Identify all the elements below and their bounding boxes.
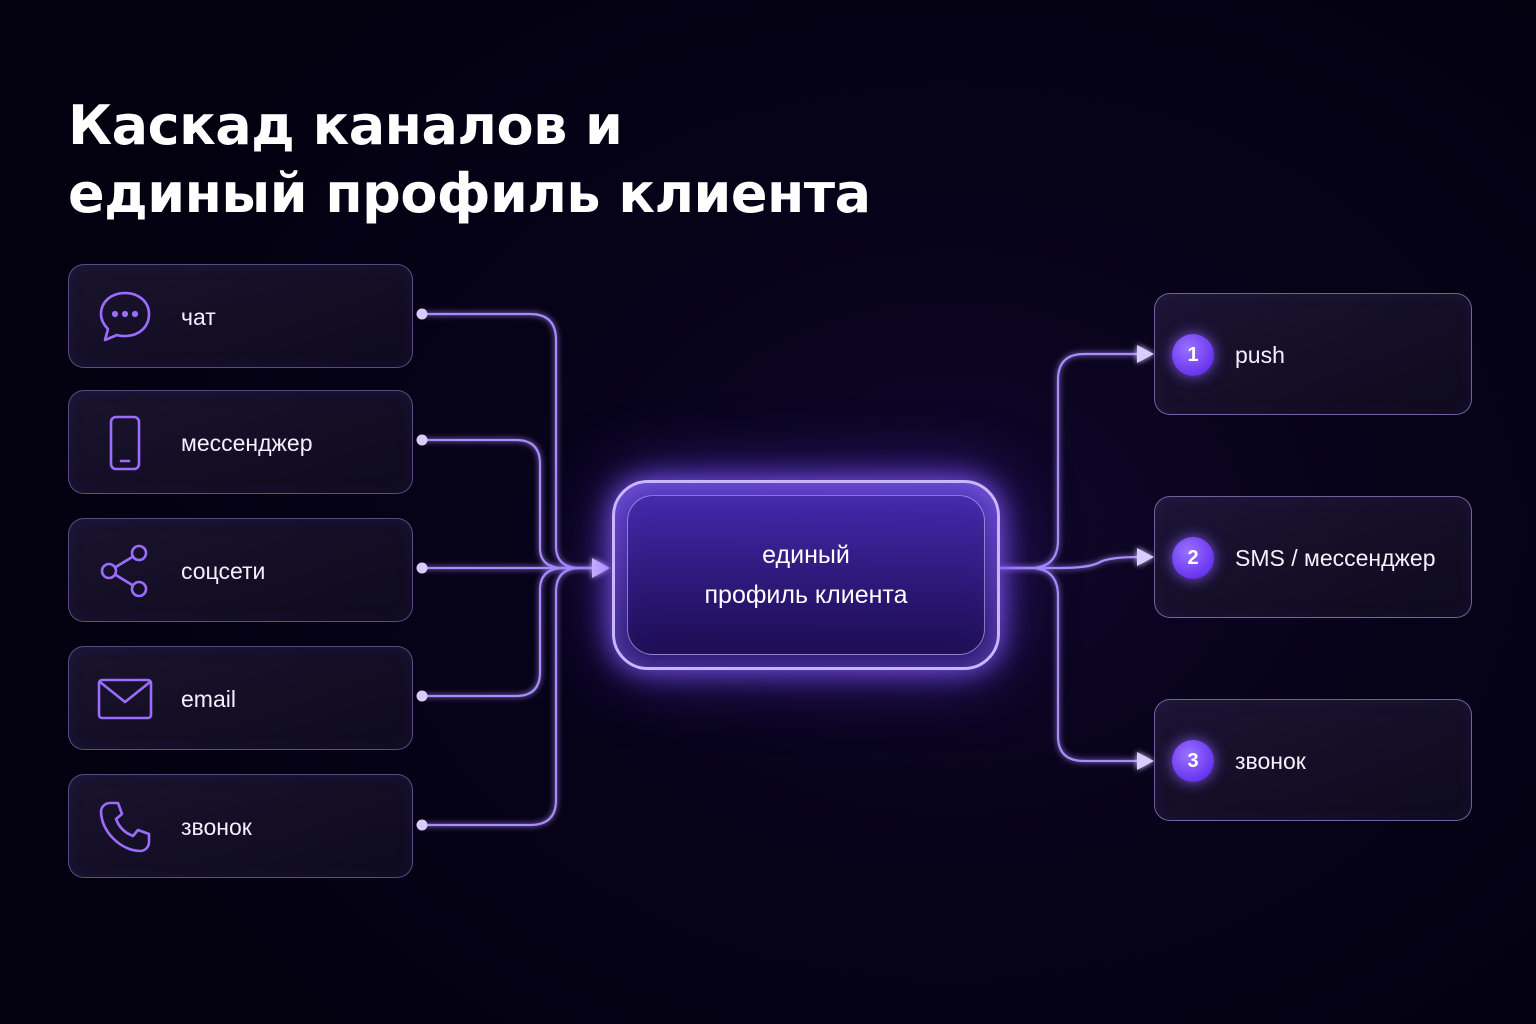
push-arrow [1137,345,1154,363]
wire-messenger [422,438,596,570]
cascade-step-sms-label: SMS / мессенджер [1235,545,1436,571]
port-call [416,819,428,831]
sms-arrow [1137,548,1154,566]
wire-push [1000,352,1140,570]
port-chat [416,308,428,320]
cascade-step-call-label: звонок [1235,748,1306,774]
callback-arrow [1137,752,1154,770]
page-title: Каскад каналов и единый профиль клиента [68,92,871,228]
wire-email [422,566,596,698]
wire-call [422,566,596,827]
envelope-icon [97,678,153,720]
wire-chat [422,312,596,570]
source-call-label: звонок [181,814,252,840]
step-number-badge: 3 [1172,740,1214,782]
cascade-step-call: 3 звонок [1154,699,1472,821]
cascade-step-push: 1 push [1154,293,1472,415]
source-social-label: соцсети [181,558,266,584]
step-number-badge: 1 [1172,334,1214,376]
source-social: соцсети [68,518,413,622]
port-email [416,690,428,702]
source-call: звонок [68,774,413,878]
port-social [416,562,428,574]
hub-label: единый профиль клиента [615,535,997,615]
hub-inner-frame [627,495,985,655]
port-messenger [416,434,428,446]
title-line-1: Каскад каналов и [68,94,623,157]
customer-profile-hub: единый профиль клиента [612,480,1000,670]
source-messenger-label: мессенджер [181,430,313,456]
title-line-2: единый профиль клиента [68,162,871,225]
smartphone-icon [109,415,141,471]
share-icon [100,544,148,598]
hub-arrow [592,558,610,578]
source-chat: чат [68,264,413,368]
wire-callback [1000,566,1140,763]
wire-sms [1000,555,1141,570]
source-email: email [68,646,413,750]
source-email-label: email [181,686,236,712]
source-chat-label: чат [181,304,216,330]
phone-icon [99,801,151,853]
cascade-step-push-label: push [1235,342,1285,368]
chat-bubble-icon [99,291,151,342]
source-messenger: мессенджер [68,390,413,494]
hub-label-line-2: профиль клиента [704,581,908,609]
step-number-badge: 2 [1172,537,1214,579]
cascade-step-sms: 2 SMS / мессенджер [1154,496,1472,618]
hub-label-line-1: единый [762,541,850,569]
